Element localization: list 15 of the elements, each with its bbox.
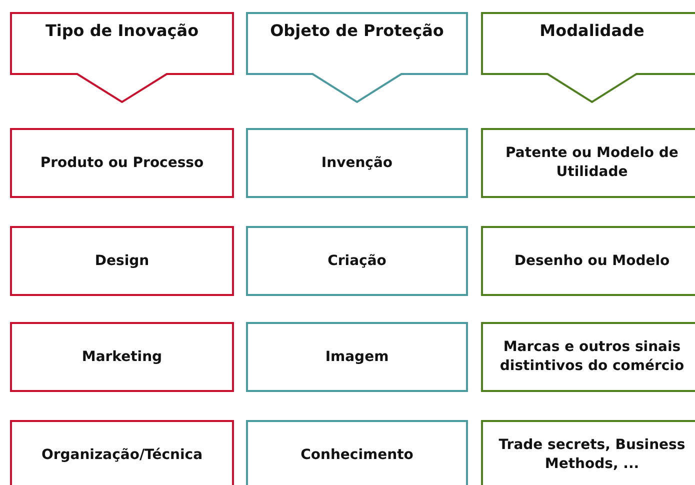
category-box: Invenção xyxy=(246,128,468,198)
column-header-callout: Modalidade xyxy=(481,12,695,104)
category-box: Produto ou Processo xyxy=(10,128,234,198)
category-box: Desenho ou Modelo xyxy=(481,226,695,296)
category-box: Criação xyxy=(246,226,468,296)
category-box: Marketing xyxy=(10,322,234,392)
category-box: Design xyxy=(10,226,234,296)
category-box: Imagem xyxy=(246,322,468,392)
column-header-callout: Objeto de Proteção xyxy=(246,12,468,104)
category-box: Marcas e outros sinais distintivos do comércio xyxy=(481,322,695,392)
category-box: Organização/Técnica xyxy=(10,420,234,485)
category-box: Conhecimento xyxy=(246,420,468,485)
category-box: Patente ou Modelo de Utilidade xyxy=(481,128,695,198)
category-box: Trade secrets, Business Methods, ... xyxy=(481,420,695,485)
column-header-callout: Tipo de Inovação xyxy=(10,12,234,104)
